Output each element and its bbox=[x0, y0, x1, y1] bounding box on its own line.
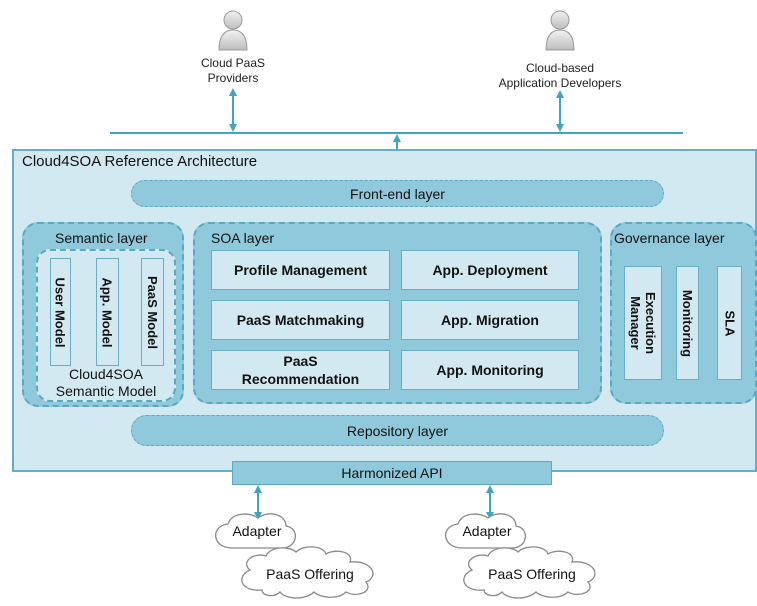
sla-label: SLA bbox=[722, 310, 737, 336]
adapter-label-left: Adapter bbox=[232, 523, 282, 539]
paas-offering-cloud-left bbox=[241, 546, 374, 599]
user-model-box: User Model bbox=[50, 258, 71, 366]
app-migration-box: App. Migration bbox=[401, 300, 579, 340]
paas-provider-person-icon bbox=[218, 10, 248, 51]
user-model-label: User Model bbox=[53, 276, 69, 348]
frontend-layer: Front-end layer bbox=[131, 180, 664, 207]
sla-box: SLA bbox=[717, 266, 742, 380]
execution-manager-box: Execution Manager bbox=[624, 266, 662, 380]
monitoring-label: Monitoring bbox=[680, 289, 695, 357]
app-monitoring-box: App. Monitoring bbox=[401, 350, 579, 390]
app-model-label: App. Model bbox=[100, 276, 116, 348]
soa-layer-title: SOA layer bbox=[211, 230, 275, 246]
paas-model-box: PaaS Model bbox=[141, 258, 164, 366]
monitoring-box: Monitoring bbox=[676, 266, 699, 380]
app-deployment-box: App. Deployment bbox=[401, 250, 579, 290]
harmonized-api: Harmonized API bbox=[232, 461, 552, 485]
semantic-layer-title: Semantic layer bbox=[55, 230, 148, 246]
adapter-cloud-left bbox=[215, 513, 296, 549]
paas-model-label: PaaS Model bbox=[145, 275, 160, 349]
paas-matchmaking-box: PaaS Matchmaking bbox=[211, 300, 390, 340]
paas-offering-cloud-right bbox=[463, 546, 596, 599]
semantic-model-caption: Cloud4SOA Semantic Model bbox=[55, 366, 157, 399]
execution-manager-label: Execution Manager bbox=[628, 291, 658, 355]
developer-person-icon bbox=[545, 10, 575, 51]
repository-layer: Repository layer bbox=[131, 415, 664, 446]
paas-offering-label-right: PaaS Offering bbox=[488, 566, 576, 582]
paas-recommendation-box: PaaS Recommendation bbox=[211, 350, 390, 390]
architecture-title: Cloud4SOA Reference Architecture bbox=[22, 153, 258, 170]
governance-layer-title: Governance layer bbox=[614, 230, 725, 246]
profile-management-box: Profile Management bbox=[211, 250, 390, 290]
paas-providers-label: Cloud PaaS Providers bbox=[200, 56, 266, 85]
adapter-label-right: Adapter bbox=[462, 523, 512, 539]
developers-label: Cloud-based Application Developers bbox=[498, 61, 622, 90]
app-model-box: App. Model bbox=[96, 258, 119, 366]
adapter-cloud-right bbox=[445, 513, 526, 549]
paas-offering-label-left: PaaS Offering bbox=[266, 566, 354, 582]
